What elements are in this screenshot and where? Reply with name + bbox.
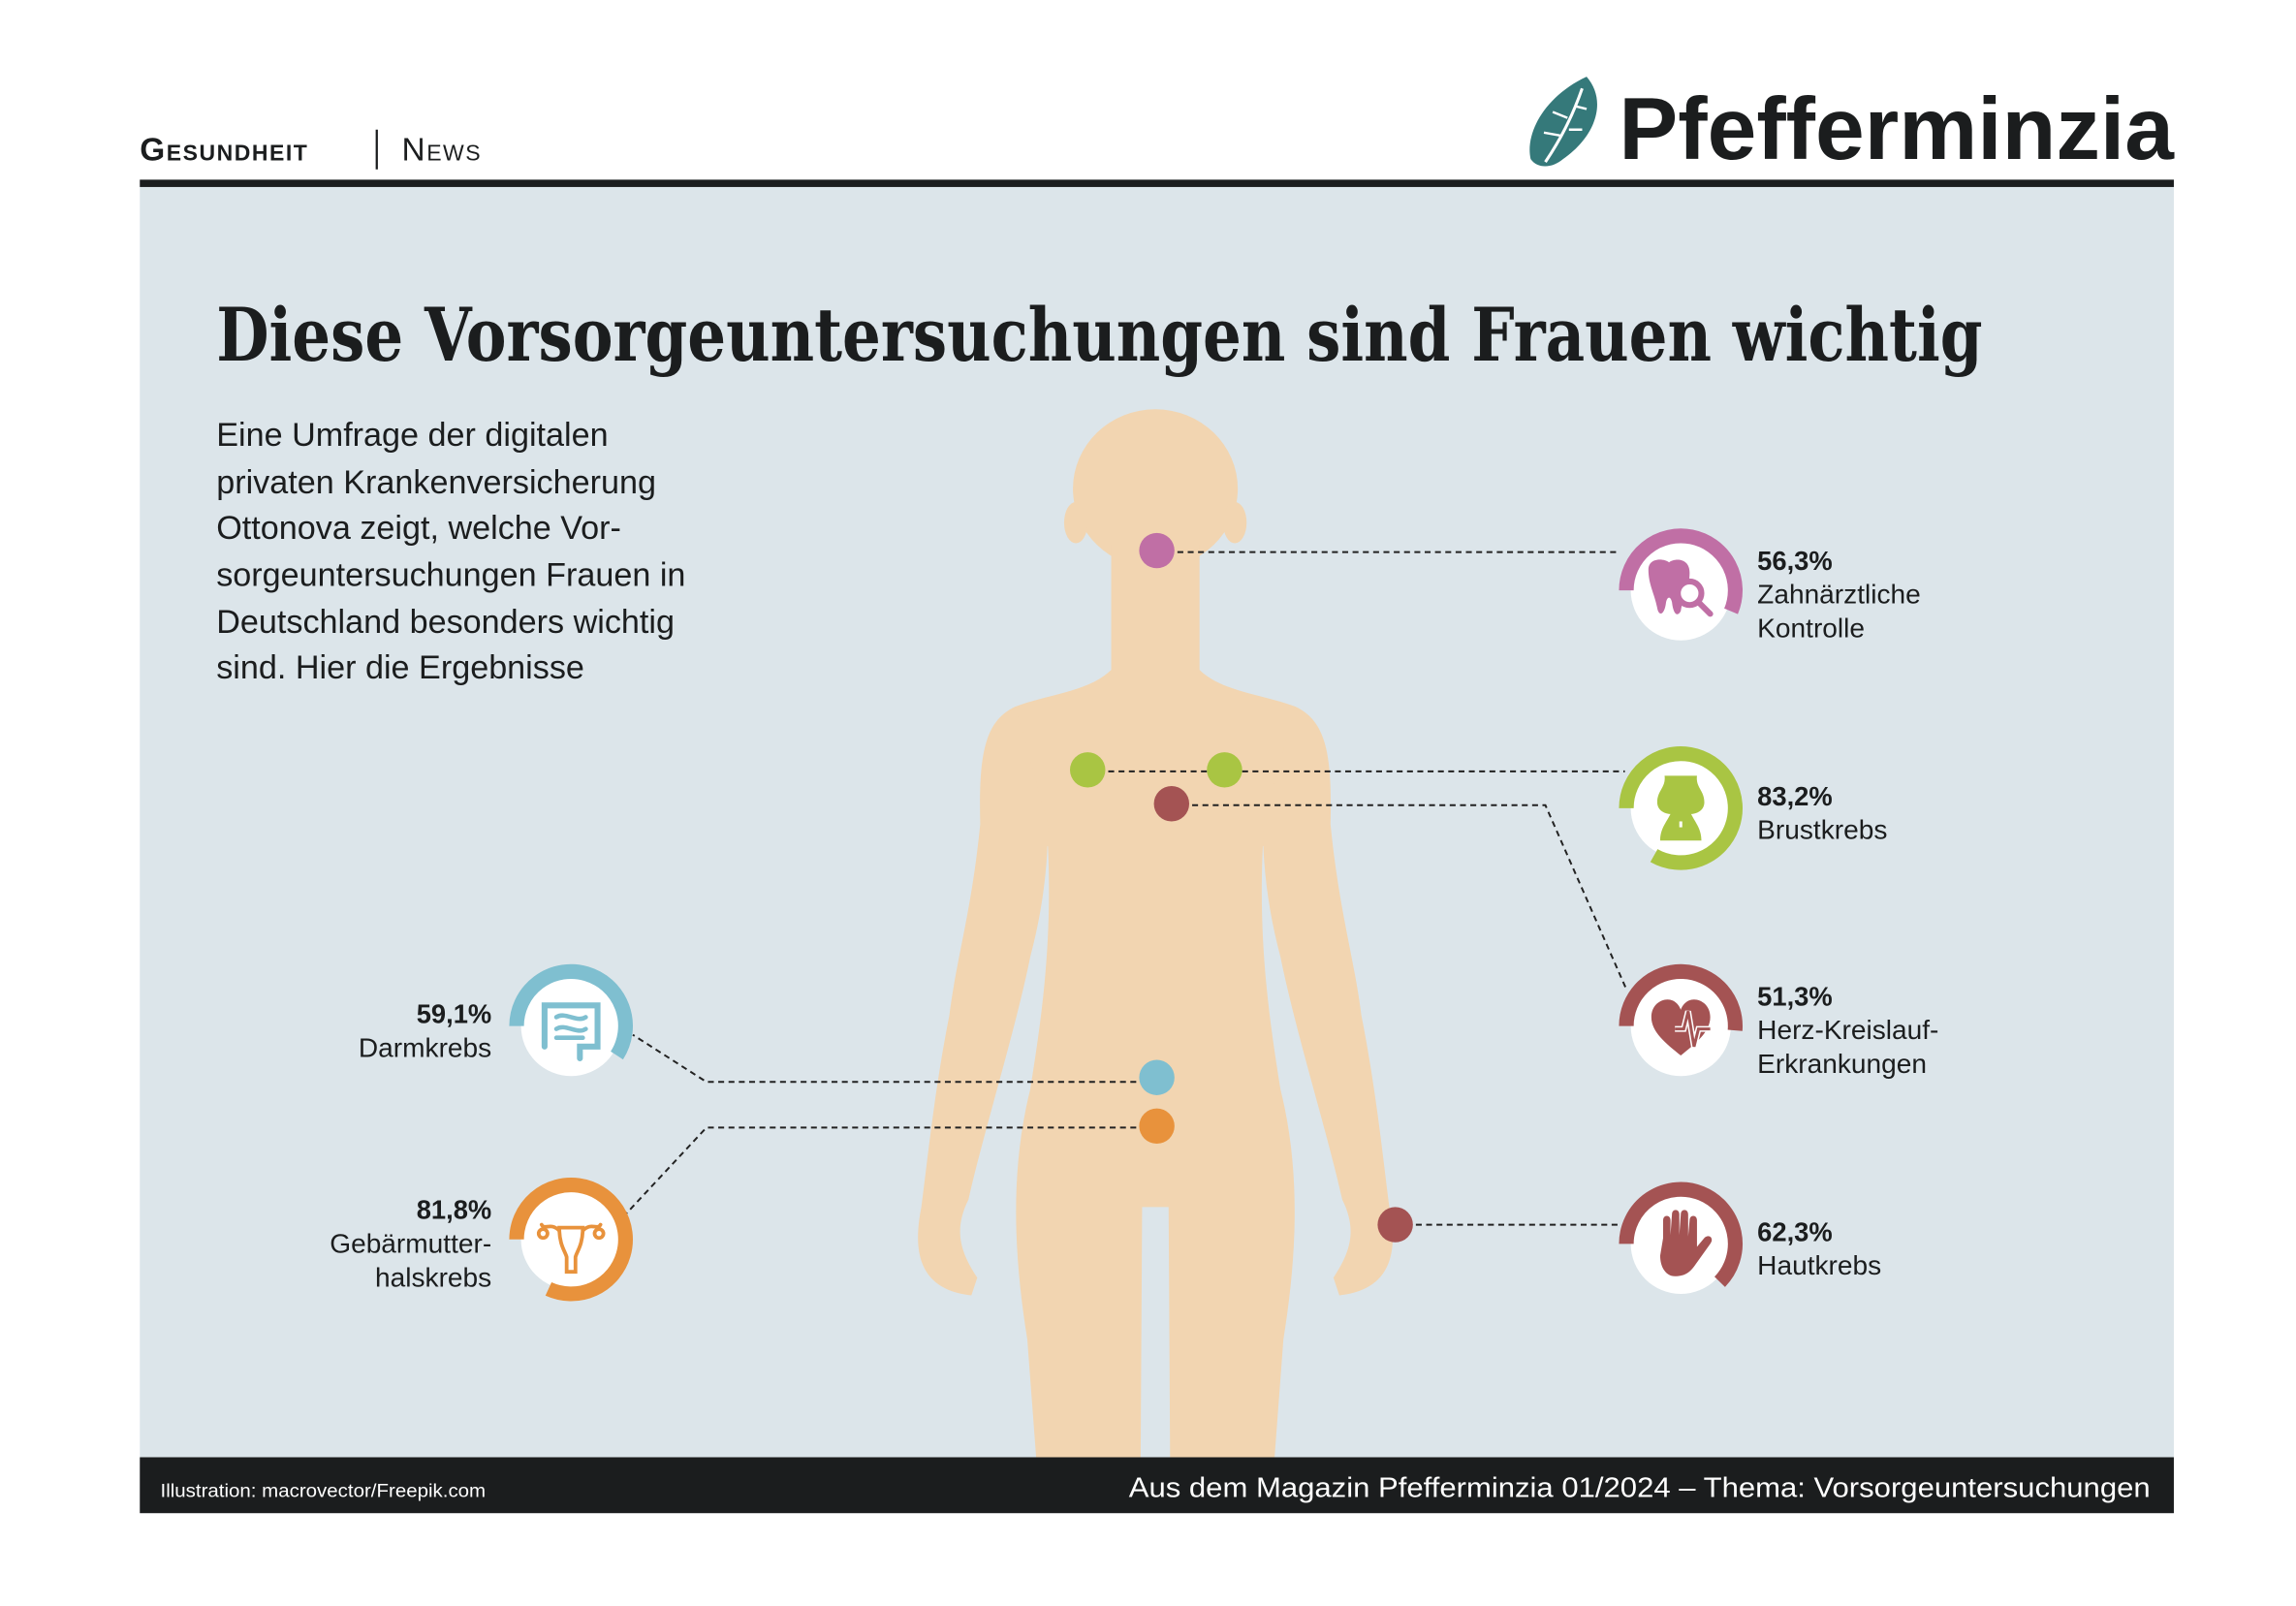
- marker-uterus: [1139, 1108, 1175, 1145]
- header: Gesundheit News Pfefferminzia: [140, 77, 2175, 178]
- footer-bar: [140, 1457, 2174, 1514]
- marker-skin: [1377, 1207, 1413, 1243]
- illustration-credit: Illustration: macrovector/Freepik.com: [161, 1482, 487, 1502]
- result-label: Brustkrebs: [1757, 815, 1887, 845]
- result-darm: 59,1%Darmkrebs: [359, 963, 633, 1077]
- percent-value: 56,3%: [1757, 546, 1833, 576]
- connector-herz: [1171, 803, 1627, 990]
- result-label: Gebärmutter-: [330, 1228, 491, 1258]
- torso-icon: [1656, 775, 1705, 841]
- hand-icon: [1659, 1210, 1713, 1276]
- tooth-search-icon: [1648, 559, 1714, 617]
- percent-value: 81,8%: [417, 1195, 492, 1225]
- badge-disc: [520, 1189, 621, 1290]
- result-label: Darmkrebs: [359, 1032, 491, 1062]
- result-label: Kontrolle: [1757, 614, 1865, 644]
- intro-line: privaten Krankenversicherung: [216, 464, 656, 501]
- logo-text: Pfefferminzia: [1619, 80, 2175, 178]
- percent-ring: [1619, 528, 1743, 614]
- intestine-icon: [541, 1002, 601, 1062]
- intro-line: Ottonova zeigt, welche Vor-: [216, 510, 621, 547]
- percent-value: 83,2%: [1757, 781, 1833, 811]
- intro-line: sorgeuntersuchungen Frauen in: [216, 557, 685, 594]
- marker-colon: [1139, 1059, 1175, 1095]
- body-markers: [1070, 532, 1413, 1243]
- logo: Pfefferminzia: [1529, 77, 2175, 178]
- result-herz: 51,3% Herz-Kreislauf- Erkrankungen: [1619, 963, 1938, 1079]
- percent-value: 59,1%: [417, 999, 492, 1029]
- marker-breast-left: [1070, 752, 1106, 788]
- result-label: Hautkrebs: [1757, 1250, 1881, 1280]
- intro-text: Eine Umfrage der digitalen privaten Kran…: [216, 417, 685, 686]
- percent-ring: [509, 963, 633, 1060]
- percent-value: 62,3%: [1757, 1216, 1833, 1246]
- percent-ring: [509, 1178, 633, 1302]
- category-label: News: [402, 133, 483, 169]
- section-label: Gesundheit: [140, 133, 308, 169]
- percent-ring: [1619, 963, 1743, 1031]
- female-body-silhouette: [918, 409, 1394, 1458]
- intro-line: sind. Hier die Ergebnisse: [216, 649, 584, 686]
- result-gebaer: 81,8%Gebärmutter-halskrebs: [330, 1178, 633, 1302]
- result-label: halskrebs: [375, 1262, 491, 1292]
- source-note: Aus dem Magazin Pfefferminzia 01/2024 – …: [1129, 1473, 2151, 1504]
- badge-disc: [520, 975, 621, 1077]
- result-haut: 62,3% Hautkrebs: [1619, 1181, 1881, 1294]
- result-label: Erkrankungen: [1757, 1049, 1927, 1079]
- result-brust: 83,2% Brustkrebs: [1619, 746, 1887, 870]
- result-label: Zahnärztliche: [1757, 580, 1921, 610]
- uterus-icon: [536, 1222, 606, 1275]
- intro-line: Eine Umfrage der digitalen: [216, 417, 608, 454]
- top-rule: [140, 179, 2174, 187]
- marker-teeth: [1139, 532, 1175, 569]
- percent-ring: [1619, 1181, 1743, 1287]
- marker-heart: [1153, 786, 1190, 822]
- result-label: Herz-Kreislauf-: [1757, 1015, 1938, 1045]
- mint-leaf-icon: [1529, 77, 1597, 167]
- heart-pulse-icon: [1651, 999, 1711, 1055]
- intro-line: Deutschland besonders wichtig: [216, 604, 675, 641]
- page-title: Diese Vorsorgeuntersuchungen sind Frauen…: [216, 292, 1982, 378]
- marker-breast-right: [1207, 752, 1242, 788]
- percent-ring: [1619, 746, 1743, 870]
- percent-value: 51,3%: [1757, 981, 1833, 1011]
